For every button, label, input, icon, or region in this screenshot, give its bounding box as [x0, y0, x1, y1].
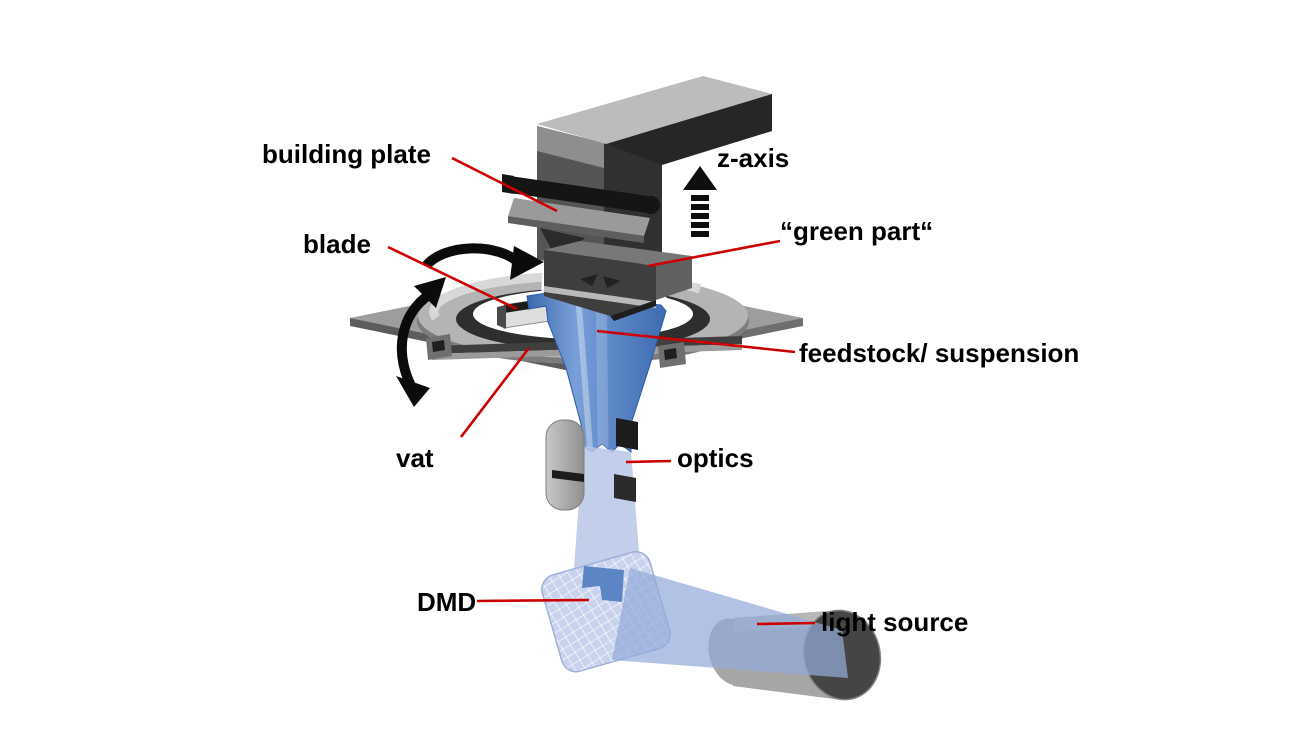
label-vat: vat: [396, 443, 434, 473]
label-building-plate: building plate: [262, 139, 431, 169]
rotation-arrow-icon: [422, 243, 544, 280]
leader-lines: [387, 156, 816, 626]
leader-feedstock: [596, 329, 796, 354]
label-dmd: DMD: [417, 587, 477, 617]
label-z-axis: z-axis: [717, 143, 790, 173]
label-green-part: “green part“: [780, 216, 934, 246]
leader-light-source: [756, 621, 816, 626]
optics-graphic: [545, 418, 638, 511]
leader-optics: [625, 459, 672, 464]
leader-dmd: [476, 598, 590, 603]
label-feedstock-suspension: feedstock/ suspension: [799, 338, 1080, 368]
building-plate-graphic: [508, 198, 650, 236]
label-optics: optics: [677, 443, 754, 473]
leader-vat: [459, 347, 531, 438]
label-light-source: light source: [821, 607, 969, 637]
green-part-graphic: [580, 274, 621, 288]
label-blade: blade: [303, 229, 371, 259]
leader-green-part: [647, 239, 781, 268]
beam-from-light-source: [612, 568, 848, 678]
leader-building-plate: [451, 156, 558, 213]
z-axis-arrow-icon: [683, 166, 717, 237]
tilt-arrow-icon: [396, 277, 446, 407]
leader-blade: [387, 245, 518, 311]
z-axis-head: [502, 76, 772, 321]
